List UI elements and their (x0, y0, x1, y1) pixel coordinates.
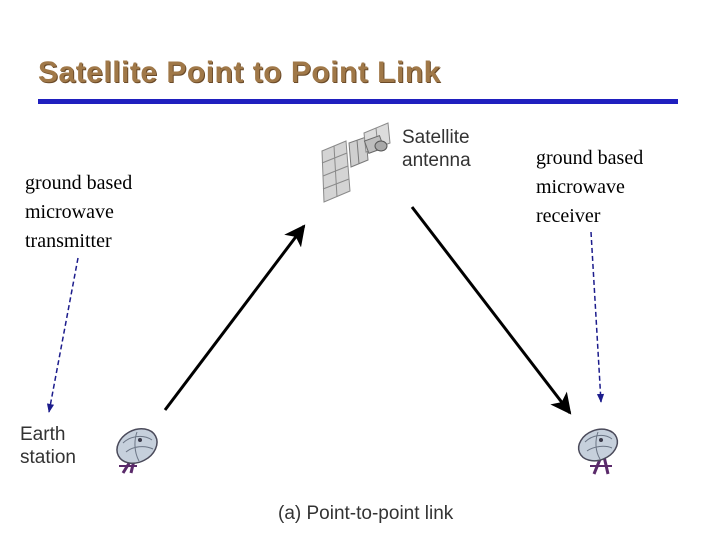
satellite-icon (321, 122, 391, 203)
transmitter-line-3: transmitter (25, 230, 112, 252)
satellite-antenna-label: Satellite antenna (402, 126, 471, 172)
receiver-line-3: receiver (536, 205, 601, 227)
satellite-label-line-2: antenna (402, 150, 471, 171)
transmitter-line-2: microwave (25, 201, 114, 223)
receiver-line-1: ground based (536, 147, 644, 169)
receiver-pointer-arrow (590, 231, 605, 403)
earth-label-line-1: Earth (20, 424, 66, 445)
figure-caption: (a) Point-to-point link (278, 503, 454, 524)
dish-antenna-icon (577, 428, 619, 475)
earth-label-line-2: station (20, 447, 76, 468)
transmitter-annotation: ground based microwave transmitter (25, 169, 132, 256)
slide-title: Satellite Point to Point Link (38, 56, 441, 89)
receiver-line-2: microwave (536, 176, 625, 198)
title-underline (38, 99, 678, 104)
transmitter-line-1: ground based (25, 172, 133, 194)
satellite-label-line-1: Satellite (402, 127, 470, 148)
transmitter-pointer-arrow (46, 257, 79, 413)
earth-station-label: Earth station (20, 423, 76, 469)
uplink-arrow (163, 224, 306, 411)
dish-antenna-icon (116, 428, 158, 474)
receiver-annotation: ground based microwave receiver (536, 144, 643, 231)
downlink-arrow (410, 206, 572, 415)
